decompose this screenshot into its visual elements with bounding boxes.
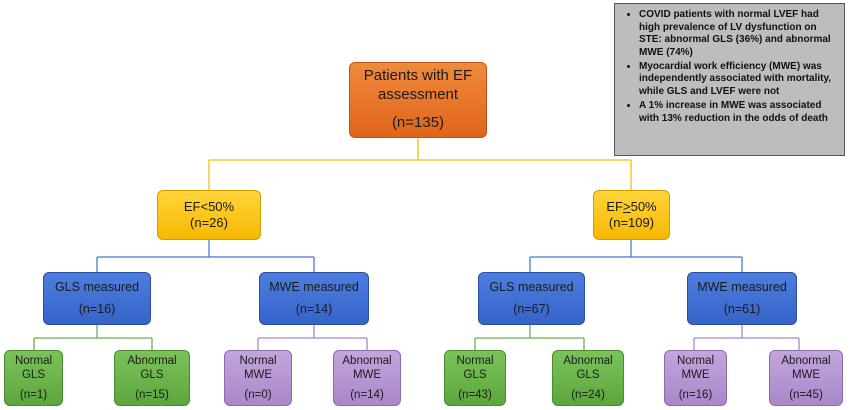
low-gls-count: (n=16) <box>78 301 116 316</box>
ef-high-label: EF>50% <box>606 199 656 215</box>
leaf-line1: Abnormal <box>342 354 392 367</box>
leaf-line2: GLS <box>21 369 45 382</box>
root-connectors <box>208 138 632 190</box>
leaf-line2: GLS <box>576 369 600 382</box>
leaf-line1: Abnormal <box>563 354 613 367</box>
leaf-count: (n=45) <box>789 388 823 401</box>
leaf-abnormal-gls-low: Abnormal GLS (n=15) <box>114 350 190 406</box>
high-mwe-measured-node: MWE measured (n=61) <box>687 272 797 325</box>
leaf-count: (n=43) <box>458 388 492 401</box>
low-gls-measured-node: GLS measured (n=16) <box>43 272 151 325</box>
leaf-count: (n=24) <box>571 388 605 401</box>
high-gls-label: GLS measured <box>489 279 574 294</box>
ef-low-label: EF<50% <box>183 198 235 214</box>
leaf-normal-mwe-high: Normal MWE (n=16) <box>664 350 727 406</box>
gls-leaf-connectors <box>33 325 585 350</box>
leaf-normal-gls-low: Normal GLS (n=1) <box>4 350 63 406</box>
leaf-normal-gls-high: Normal GLS (n=43) <box>444 350 506 406</box>
leaf-line1: Normal <box>14 354 53 367</box>
ef-low-node: EF<50% (n=26) <box>157 190 261 240</box>
leaf-line1: Normal <box>676 354 715 367</box>
leaf-abnormal-mwe-low: Abnormal MWE (n=14) <box>333 350 401 406</box>
summary-list: COVID patients with normal LVEF had high… <box>623 9 838 125</box>
leaf-line2: MWE <box>791 369 821 382</box>
summary-bullet: Myocardial work efficiency (MWE) was ind… <box>639 61 838 99</box>
ef-connectors <box>96 240 743 272</box>
summary-bullet: A 1% increase in MWE was associated with… <box>639 100 838 125</box>
leaf-line2: MWE <box>352 369 382 382</box>
ef-low-count: (n=26) <box>190 215 228 230</box>
leaf-abnormal-mwe-high: Abnormal MWE (n=45) <box>769 350 843 406</box>
root-line1: Patients with EF <box>363 66 473 84</box>
leaf-normal-mwe-low: Normal MWE (n=0) <box>224 350 292 406</box>
ef-high-count: (n=109) <box>608 215 655 230</box>
leaf-abnormal-gls-high: Abnormal GLS (n=24) <box>552 350 624 406</box>
ef-high-node: EF>50% (n=109) <box>593 190 670 240</box>
ef-high-suffix: 50% <box>630 198 657 214</box>
leaf-line1: Normal <box>456 354 494 367</box>
leaf-line1: Abnormal <box>127 354 177 367</box>
root-count: (n=135) <box>391 114 445 132</box>
ef-high-geq-symbol: > <box>623 198 631 214</box>
mwe-leaf-connectors <box>257 325 800 350</box>
leaf-count: (n=14) <box>350 388 384 401</box>
leaf-line2: GLS <box>463 369 487 382</box>
summary-bullet: COVID patients with normal LVEF had high… <box>639 9 838 60</box>
leaf-count: (n=1) <box>19 388 48 401</box>
high-mwe-count: (n=61) <box>723 301 761 316</box>
leaf-line1: Abnormal <box>781 354 831 367</box>
leaf-line2: GLS <box>140 369 164 382</box>
high-mwe-label: MWE measured <box>697 279 787 294</box>
leaf-line2: MWE <box>243 369 273 382</box>
ef-high-prefix: EF <box>606 198 623 214</box>
leaf-count: (n=0) <box>244 388 272 401</box>
low-gls-label: GLS measured <box>54 279 140 294</box>
low-mwe-label: MWE measured <box>269 279 359 294</box>
leaf-count: (n=16) <box>678 388 713 401</box>
leaf-count: (n=15) <box>135 388 169 401</box>
leaf-line2: MWE <box>681 369 710 382</box>
leaf-line1: Normal <box>239 354 277 367</box>
low-mwe-measured-node: MWE measured (n=14) <box>259 272 369 325</box>
root-node: Patients with EF assessment (n=135) <box>349 62 487 138</box>
summary-box: COVID patients with normal LVEF had high… <box>614 3 845 156</box>
root-line2: assessment <box>377 85 459 103</box>
high-gls-measured-node: GLS measured (n=67) <box>478 272 585 325</box>
low-mwe-count: (n=14) <box>295 301 333 316</box>
high-gls-count: (n=67) <box>513 301 550 316</box>
